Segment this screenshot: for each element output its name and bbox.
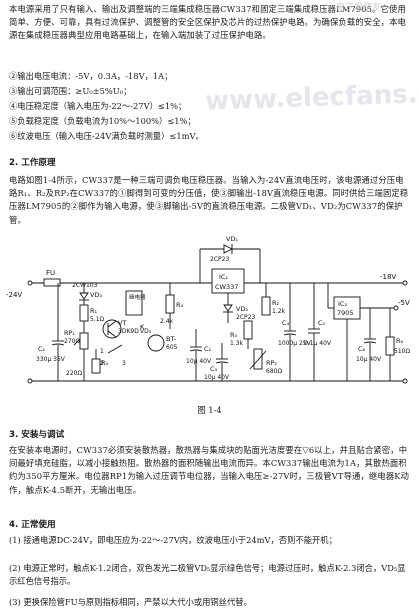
figure-caption: 图 1-4 [197, 405, 222, 415]
c5-value: 0.1μ 40V [304, 340, 332, 347]
relay-label: 继电器 [129, 293, 146, 301]
c5-label: C₅ [318, 319, 326, 327]
c4-value: 1000μ 25V [278, 340, 312, 347]
ic2-part: 7905 [337, 309, 354, 317]
r1-label: R₁ [90, 307, 98, 315]
relay-k-label: K [140, 323, 145, 331]
vd3-part: 2CW103 [72, 282, 98, 289]
rp1-label: RP₁ [64, 329, 75, 337]
pin-2: 2 [100, 360, 104, 367]
r4-label: R₄ [176, 301, 184, 309]
r6-value: 510Ω [394, 348, 410, 355]
c4-label: C₄ [282, 319, 290, 327]
r3-label: R₃ [101, 359, 109, 367]
c1-label: C₁ [38, 345, 46, 353]
r2-value: 1.2k [272, 308, 286, 315]
c1-value: 330μ 35V [36, 356, 66, 363]
rp2-value: 680Ω [266, 368, 282, 375]
r5-value: 1.3k [230, 340, 244, 347]
c6-label: C₆ [358, 345, 366, 353]
usage-item: (1) 接通电源DC-24V，即电压应为-22～-27V内，纹波电压小于24mV… [9, 535, 337, 545]
r4-value: 2.4k [160, 318, 174, 325]
section3-paragraph: 在安装本电源时，CW337必须安装散热器，散热器与集成块的贴面光洁度要在▽6以上… [9, 445, 410, 495]
input-voltage-label: -24V [6, 291, 22, 299]
spec-item: ②输出电压电流：-5V，0.3A，-18V，1A； [9, 71, 173, 81]
vd2-part: 2CP23 [236, 314, 255, 321]
ic1-part: CW337 [215, 283, 238, 291]
output-18v-label: -18V [380, 273, 396, 281]
usage-item: (3) 更换保险管FU与原则指标相同，严禁以大代小或用铜丝代替。 [9, 597, 252, 607]
section2-paragraph: 电路如图1-4所示，CW337是一种三端可调负电压稳压器。当输入为-24V直流电… [9, 175, 409, 225]
bt-label: BT- [166, 335, 177, 343]
spec-item: ④电压稳定度（输入电压为-22～-27V）≤1%； [9, 101, 187, 111]
vd3-label: VD₃ [90, 291, 102, 299]
c3-value: 10μ 40V [204, 374, 230, 381]
pin-1: 1 [100, 348, 104, 355]
c2-label: C₂ [204, 345, 212, 353]
watermark-logo: 电子发烧友 [336, 3, 382, 13]
section-heading: 3. 安装与调试 [9, 430, 65, 440]
fuse-label: FU [46, 269, 55, 277]
r1-value: 5.1Ω [90, 316, 105, 323]
ic2-label: IC₂ [338, 300, 347, 308]
c3-label: C₃ [210, 365, 218, 373]
usage-item: (2) 电源正常时，触点K-1.2闭合，双色发光二极管VD₅显示绿色信号；电源过… [9, 563, 406, 586]
rp2-label: RP₂ [266, 359, 277, 367]
rp1-value: 270Ω [64, 338, 80, 345]
vd1-label: VD₁ [226, 235, 238, 243]
vd2-label: VD₂ [236, 305, 248, 313]
ic1-label: IC₁ [219, 273, 228, 281]
r5-label: R₅ [230, 331, 238, 339]
vd5-label: VD₅ [140, 328, 152, 335]
section-heading: 2. 工作原理 [9, 158, 56, 168]
r3-value: 220Ω [66, 370, 82, 377]
output-5v-label: -5V [398, 299, 410, 307]
vd1-part: 2CP23 [210, 256, 229, 263]
section-heading: 4. 正常使用 [9, 520, 56, 530]
intro-paragraph: 本电源采用了只有输入、输出及调整端的三端集成稳压器CW337和固定三端集成稳压器… [9, 4, 407, 41]
circuit-diagram: FU -24V C₁ 330μ 35V VD₃ 2CW103 R₁ 5.1Ω R… [6, 235, 410, 384]
r6-label: R₆ [396, 337, 404, 345]
spec-item: ③输出可调范围：≥U₀±5%U₀； [9, 86, 132, 96]
pin-3: 3 [122, 360, 126, 367]
vt-label: VT [118, 319, 126, 327]
spec-item: ⑥纹波电压（输入电压-24V满负载时测量）≤1mV。 [9, 131, 204, 141]
vt-part: 3DK9D [118, 328, 139, 335]
r2-label: R₂ [272, 299, 280, 307]
spec-item: ⑤负载稳定度（负载电流为10%～100%）≤1%； [9, 116, 196, 126]
c6-value: 10μ 40V [356, 356, 382, 363]
c2-value: 10μ 40V [186, 358, 212, 365]
bt-part: 605 [166, 344, 178, 351]
